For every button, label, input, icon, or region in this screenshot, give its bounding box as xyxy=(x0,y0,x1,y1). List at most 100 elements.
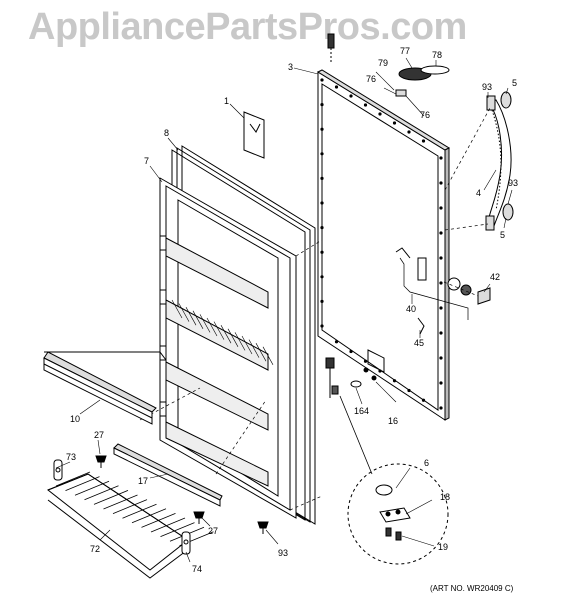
shelf-wire xyxy=(220,325,232,344)
latch-assembly xyxy=(395,247,491,335)
panel-hole xyxy=(439,156,443,160)
callout-76-top: 76 xyxy=(366,74,376,84)
shelf-wire xyxy=(178,303,190,322)
callout-77: 77 xyxy=(400,46,410,56)
screw-93-bottom xyxy=(257,521,269,534)
shelf-wire xyxy=(213,321,225,340)
panel-hole xyxy=(439,306,443,310)
callout-27-left: 27 xyxy=(94,430,104,440)
shelf-wire xyxy=(185,307,197,326)
shelf-wire xyxy=(206,317,218,337)
callout-5-bottom: 5 xyxy=(500,230,505,240)
callout-10: 10 xyxy=(70,414,80,424)
panel-hole xyxy=(320,78,324,82)
basket-clip-left xyxy=(53,459,63,481)
callout-labels: 1 3 4 5 5 6 7 8 10 16 17 18 19 27 27 40 … xyxy=(66,46,518,574)
shelf-wire xyxy=(241,335,253,355)
shelf-wire xyxy=(262,346,274,365)
panel-hole xyxy=(334,85,339,89)
panel-hole xyxy=(439,381,443,385)
callout-76-right: 76 xyxy=(420,110,430,120)
panel-hole xyxy=(334,340,339,344)
callout-93-bottom: 93 xyxy=(278,548,288,558)
callout-16: 16 xyxy=(388,416,398,426)
hinge-pins xyxy=(325,357,377,398)
basket-wire xyxy=(131,508,167,524)
lock-assembly xyxy=(395,65,450,97)
art-number: (ART NO. WR20409 C) xyxy=(430,584,514,593)
handle-cap-bottom xyxy=(502,203,514,221)
callout-45: 45 xyxy=(414,338,424,348)
callout-27-right: 27 xyxy=(208,526,218,536)
basket-wire xyxy=(84,485,119,501)
callout-164: 164 xyxy=(354,406,369,416)
top-screw xyxy=(327,33,335,64)
basket-wire xyxy=(103,494,138,510)
panel-hole xyxy=(320,103,324,107)
basket-wire xyxy=(112,499,148,514)
hinge-detail-circle xyxy=(339,395,449,565)
shelf-wire xyxy=(255,343,267,362)
panel-hole xyxy=(349,349,353,354)
panel-hole xyxy=(407,130,411,134)
panel-hole xyxy=(439,281,443,285)
panel-hole xyxy=(392,379,397,383)
basket-wire xyxy=(55,471,91,487)
callout-73: 73 xyxy=(66,452,76,462)
callout-5-top: 5 xyxy=(512,78,517,88)
panel-hole xyxy=(439,206,443,210)
callout-4: 4 xyxy=(476,188,481,198)
callout-18: 18 xyxy=(440,492,450,502)
callout-6: 6 xyxy=(424,458,429,468)
basket-wire xyxy=(122,503,157,519)
watermark-text: AppliancePartsPros.com xyxy=(28,6,467,48)
basket-wire xyxy=(160,522,195,537)
basket-wire xyxy=(93,490,129,505)
shelf-rail xyxy=(43,351,167,425)
panel-hole xyxy=(320,176,324,180)
bottom-bar xyxy=(113,443,223,507)
screw-27-left xyxy=(95,455,107,468)
shelf-wire xyxy=(248,339,260,358)
shelf-wire xyxy=(227,328,239,347)
callout-78: 78 xyxy=(432,50,442,60)
panel-hole xyxy=(439,256,443,260)
basket-clip-right xyxy=(181,531,191,555)
panel-hole xyxy=(320,324,324,328)
panel-hole xyxy=(439,406,443,410)
callout-17: 17 xyxy=(138,476,148,486)
shelf-wire xyxy=(171,299,183,319)
door-handle xyxy=(485,95,512,231)
callout-74: 74 xyxy=(192,564,202,574)
panel-hole xyxy=(421,139,426,143)
panel-hole xyxy=(439,181,443,185)
callout-42: 42 xyxy=(490,272,500,282)
callout-40: 40 xyxy=(406,304,416,314)
panel-hole xyxy=(320,250,324,254)
panel-hole xyxy=(407,388,411,393)
panel-hole xyxy=(439,231,443,235)
callout-1: 1 xyxy=(224,96,229,106)
panel-hole xyxy=(320,127,324,131)
inner-door-liner xyxy=(159,177,297,519)
panel-hole xyxy=(421,398,426,402)
callout-19: 19 xyxy=(438,542,448,552)
shelf-wire xyxy=(199,314,211,333)
callout-93-top: 93 xyxy=(482,82,492,92)
panel-hole xyxy=(320,226,324,230)
shelf-wire xyxy=(192,310,204,329)
panel-hole xyxy=(392,121,397,125)
shelf-wire xyxy=(234,332,246,351)
basket-wire xyxy=(74,480,110,496)
callout-72: 72 xyxy=(90,544,100,554)
callout-8: 8 xyxy=(164,128,169,138)
callout-3: 3 xyxy=(288,62,293,72)
handle-cap-top xyxy=(500,91,512,109)
panel-hole xyxy=(320,275,324,279)
panel-hole xyxy=(320,299,324,303)
panel-hole xyxy=(363,103,368,107)
callout-7: 7 xyxy=(144,156,149,166)
outer-door-panel xyxy=(316,69,451,421)
